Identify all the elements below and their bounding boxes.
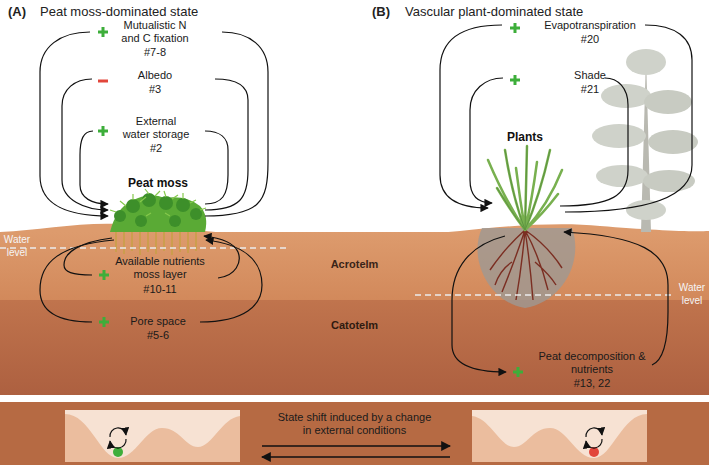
feedback-loop-arc (565, 25, 692, 212)
callout-number: #20 (581, 33, 599, 46)
feedback-label: External water storage (122, 115, 191, 141)
moss-capitulum (190, 208, 202, 220)
positive-sign (510, 75, 520, 85)
feedback-loop-arc (564, 232, 668, 365)
state-shift-panel: State shift induced by a change in exter… (0, 402, 709, 465)
positive-sign (98, 27, 108, 37)
panel-letter: (A) (8, 5, 26, 18)
tree-foliage (648, 130, 698, 154)
water-level-label: Water level (676, 281, 708, 307)
tree-foliage (601, 84, 651, 108)
soil-layer-band: Acrotelm (0, 232, 709, 300)
feedback-loop-arc (560, 78, 628, 206)
vegetation-label: Peat moss (128, 177, 188, 190)
tree-foliage (626, 200, 666, 220)
callout-number: #10-11 (143, 283, 176, 296)
tree-foliage (596, 165, 648, 187)
tree-foliage (626, 49, 666, 75)
feedback-label: Shade (574, 69, 606, 82)
layer-name: Acrotelm (0, 258, 709, 271)
inset-frame (472, 410, 647, 462)
positive-sign (98, 126, 108, 136)
callout-number: #3 (149, 83, 161, 96)
moss-capitulum (126, 199, 140, 213)
moss-carpet (110, 196, 206, 232)
stability-inset (472, 410, 647, 462)
positive-sign (99, 270, 109, 280)
feedback-loop-arc (205, 32, 268, 216)
panel-title: Peat moss-dominated state (40, 5, 198, 18)
cycle-arrow (586, 428, 602, 437)
inset-frame (65, 410, 240, 462)
cycle-arrow (110, 428, 126, 437)
cycle-arrow (586, 439, 602, 448)
tree-illustration (592, 49, 698, 232)
panel-letter: (B) (372, 5, 390, 18)
feedback-loops (40, 25, 692, 372)
feedback-label: Pore space (130, 315, 186, 328)
positive-sign (99, 317, 109, 327)
plant-roots (490, 230, 562, 300)
feedback-signs (98, 23, 523, 377)
feedback-label: Mutualistic N and C fixation (115, 19, 195, 45)
feedback-loop-arc (80, 131, 108, 204)
panel-title: Vascular plant-dominated state (405, 5, 583, 18)
feedback-loop-arc (205, 79, 248, 210)
state-shift-arrow (262, 445, 450, 446)
callout-number: #2 (150, 142, 162, 155)
shift-caption: State shift induced by a change in exter… (275, 411, 435, 437)
cycle-arrow (110, 439, 126, 448)
feedback-loop-arc (62, 79, 108, 210)
callout-number: #13, 22 (574, 377, 611, 390)
moss-capitula (114, 193, 202, 227)
tree-foliage (643, 170, 695, 192)
moss-capitulum (142, 193, 156, 207)
tree-foliage (592, 124, 646, 148)
moss-capitulum (135, 215, 147, 227)
moss-capitulum (169, 215, 181, 227)
feedback-loop-arc (200, 240, 262, 322)
stability-landscape (65, 414, 240, 462)
feedback-loop-arc (40, 240, 114, 322)
feedback-label: Albedo (138, 69, 172, 82)
state-ball (113, 447, 123, 457)
grass-blades (497, 146, 550, 230)
positive-sign (510, 23, 520, 33)
moss-capitulum (159, 196, 173, 210)
vegetation-label: Plants (507, 131, 543, 144)
moss-capitulum (176, 198, 190, 212)
stability-inset (65, 410, 240, 462)
stability-landscape (472, 414, 647, 462)
tree-foliage (644, 90, 692, 114)
callout-number: #21 (581, 83, 599, 96)
feedback-label: Evapotranspiration (544, 19, 636, 32)
moss-stems (116, 230, 196, 255)
feedback-loop-arc (452, 236, 506, 372)
feedback-loop-arc (205, 131, 228, 204)
feedback-label: Available nutrients moss layer (110, 255, 210, 281)
tree-trunk (641, 56, 651, 232)
state-ball (589, 447, 599, 457)
feedback-loop-arc (440, 25, 502, 208)
callout-number: #5-6 (147, 329, 169, 342)
negative-sign (98, 80, 108, 83)
water-level-line (0, 247, 290, 249)
callout-number: #7-8 (144, 46, 166, 59)
grass-blades (488, 146, 562, 230)
moss-leaves (110, 189, 206, 216)
water-level-label: Water level (1, 233, 33, 259)
feedback-loop-arc (40, 32, 108, 216)
positive-sign (513, 367, 523, 377)
moss-capitulum (114, 210, 126, 222)
state-shift-arrow (262, 456, 450, 457)
water-level-line (415, 294, 672, 296)
feedback-loop-arc (64, 238, 112, 275)
root-zone-plume (478, 228, 576, 308)
feedback-label: Peat decomposition & nutrients (535, 350, 650, 376)
feedback-loop-arc (470, 78, 503, 203)
feedback-loop-arc (204, 236, 239, 278)
layer-name: Catotelm (0, 319, 709, 332)
